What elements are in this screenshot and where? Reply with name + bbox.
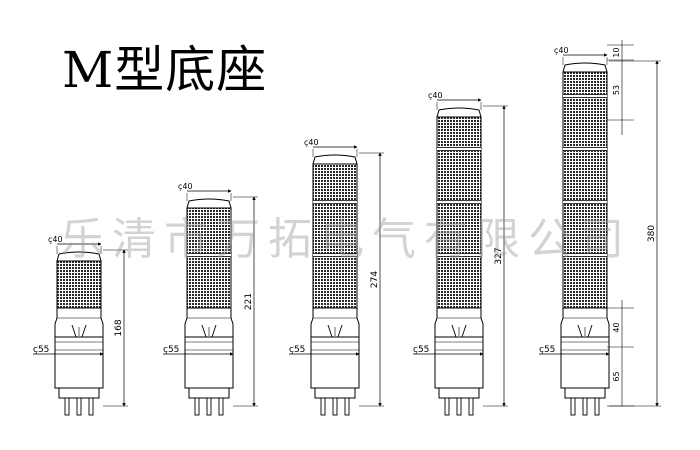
base-body [184,336,234,389]
height-label: 327 [494,247,504,264]
height-label: 168 [114,319,124,336]
pin [344,397,350,416]
pin [320,397,326,416]
tier-gap [563,147,607,151]
plug-block [58,387,100,399]
pin [64,397,70,416]
top-cap [562,62,608,73]
light-column [436,116,482,309]
plug-block [314,387,356,399]
height-label: 380 [647,225,657,242]
top-diameter-label: ç40 [178,182,193,191]
pin [594,397,600,416]
base-body [54,336,104,389]
base-diameter-label: ç55 [289,345,305,355]
pin [332,397,338,416]
beacon-4: ç40 ç55 327 [413,91,508,416]
tier-gap [187,253,231,257]
tier-gap [563,94,607,98]
top-diameter-label: ç40 [304,138,319,147]
top-cap [312,154,358,165]
pin [194,397,200,416]
light-column [56,260,102,309]
detail-dim-label: 53 [612,85,621,95]
top-cap [56,251,102,262]
top-diameter-label: ç40 [48,235,63,244]
light-column [562,71,608,309]
beacon-3: ç40 ç55 274 [289,138,384,416]
beacon-5: ç40 ç55 380 [539,46,661,416]
light-column [312,163,358,309]
height-label: 274 [370,271,380,288]
top-diameter-label: ç40 [428,91,443,100]
base-diameter-label: ç55 [33,345,49,355]
beacon-5-detail-dims: 10 53 40 65 [607,40,634,407]
base-diameter-label: ç55 [413,345,429,355]
beacon-1: ç40 ç55 168 [33,235,128,416]
top-cap [186,198,232,209]
plug-block [188,387,230,399]
pin [468,397,474,416]
base-body [434,336,484,389]
tier-gap [313,253,357,257]
tier-gap [563,200,607,204]
pin [582,397,588,416]
height-label: 221 [244,293,254,310]
plug-block [438,387,480,399]
detail-dim-label: 10 [612,47,621,57]
pin [206,397,212,416]
light-column [186,207,232,309]
detail-dim-label: 65 [612,371,621,381]
pin [444,397,450,416]
pin [456,397,462,416]
base-body [560,336,610,389]
detail-dim-label: 40 [612,322,621,332]
base-diameter-label: ç55 [539,345,555,355]
base-diameter-label: ç55 [163,345,179,355]
tier-gap [437,200,481,204]
pin [88,397,94,416]
tier-gap [563,253,607,257]
page-title: M型底座 [62,41,268,99]
beacon-2: ç40 ç55 221 [163,182,258,416]
tier-gap [437,147,481,151]
pin [76,397,82,416]
pin [218,397,224,416]
base-body [310,336,360,389]
top-diameter-label: ç40 [554,46,569,55]
tier-gap [313,200,357,204]
plug-block [564,387,606,399]
top-cap [436,107,482,118]
tier-gap [437,253,481,257]
pin [570,397,576,416]
